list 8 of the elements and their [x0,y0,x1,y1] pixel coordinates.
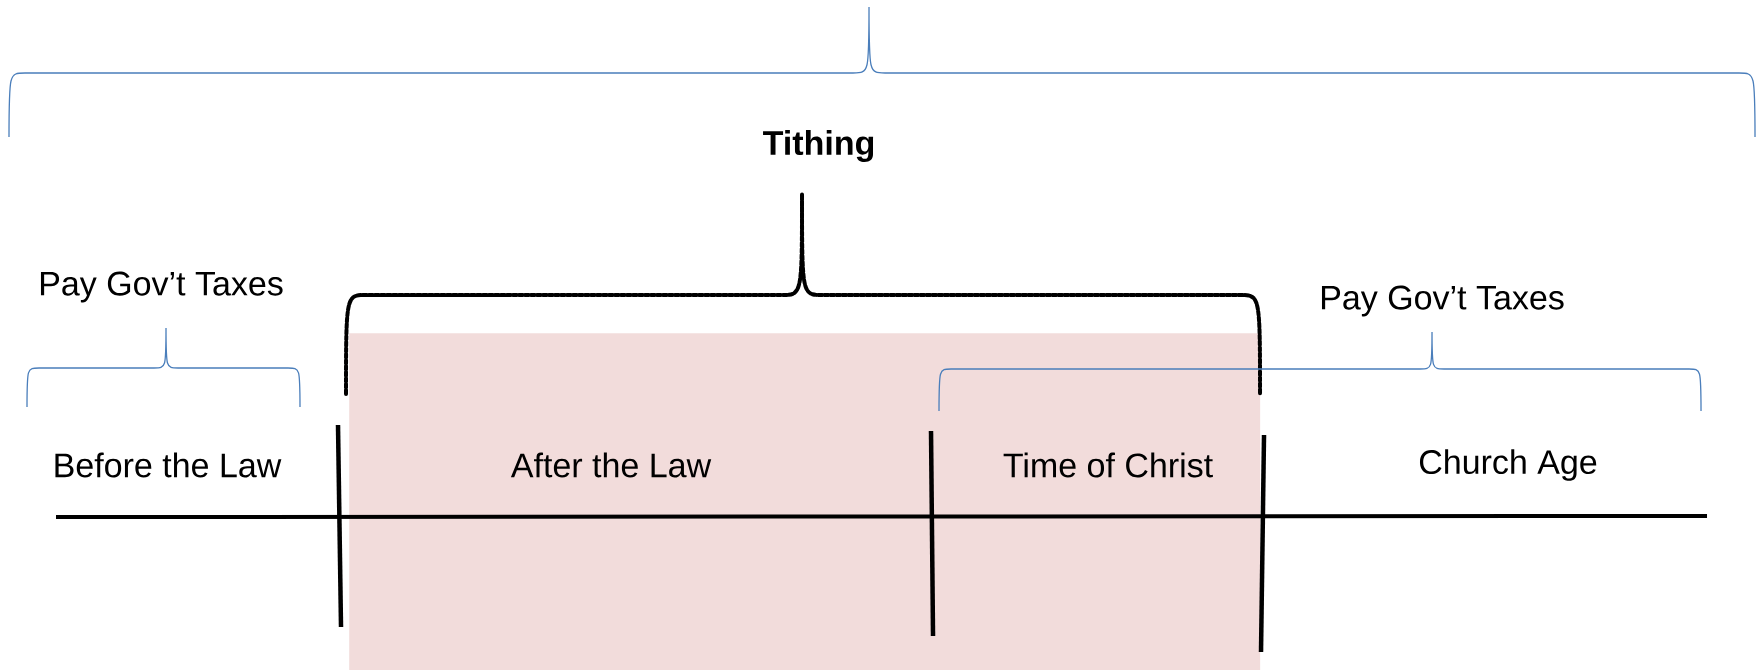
bracket-label: Pay Gov’t Taxes [40,271,283,303]
bracket-label: Tithing [763,130,874,162]
period-label: Time of Christ [1003,452,1213,478]
bracket-label: Pay Gov’t Taxes [1322,285,1564,317]
shaded-band [349,333,1261,670]
period-label: Church Age [1419,449,1597,481]
period-label: After the Law [510,452,712,478]
period-label: Before the Law [55,452,282,478]
